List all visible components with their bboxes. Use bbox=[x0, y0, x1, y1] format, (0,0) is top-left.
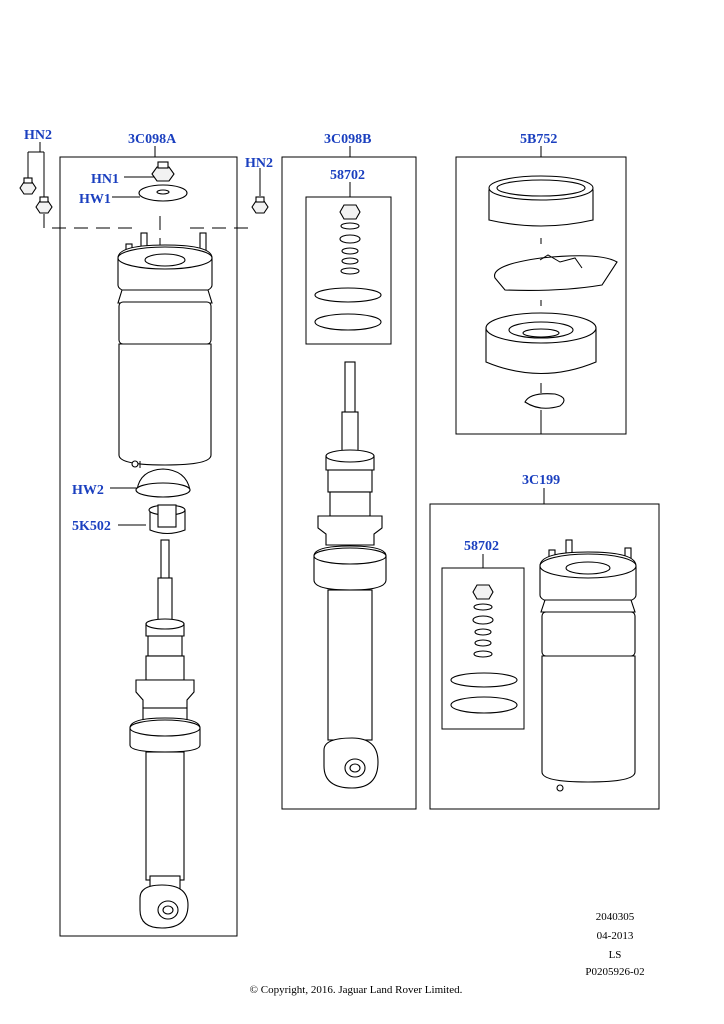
5k502-bump-stop bbox=[148, 504, 186, 535]
callout-assembly-c: 3C199 bbox=[522, 473, 560, 488]
air-spring-c bbox=[539, 539, 637, 792]
hn1-nut bbox=[151, 161, 175, 182]
hw1-washer bbox=[138, 184, 188, 202]
damper-a bbox=[129, 539, 201, 929]
copyright-text: © Copyright, 2016. Jaguar Land Rover Lim… bbox=[250, 984, 463, 996]
hn2-right-nut bbox=[251, 196, 269, 214]
footer-code: 2040305 bbox=[596, 911, 635, 923]
callout-assembly-a: 3C098A bbox=[128, 132, 177, 147]
callout-kit-b: 58702 bbox=[330, 168, 365, 183]
hn2-left-nut-2 bbox=[35, 196, 53, 214]
callout-kit-c: 58702 bbox=[464, 539, 499, 554]
callout-hw1: HW1 bbox=[79, 192, 111, 207]
assembly-a-frame bbox=[59, 156, 238, 937]
damper-b bbox=[313, 361, 387, 789]
footer-part-ref: P0205926-02 bbox=[585, 966, 644, 978]
hn2-left-nut-1 bbox=[19, 177, 37, 195]
callout-upper-mount: 5B752 bbox=[520, 132, 557, 147]
hw2-cap bbox=[135, 468, 191, 498]
assembly-b-frame bbox=[281, 156, 417, 810]
kit-b-parts bbox=[314, 204, 382, 331]
callout-hw2: HW2 bbox=[72, 483, 104, 498]
callout-assembly-b: 3C098B bbox=[324, 132, 371, 147]
air-spring-a bbox=[117, 232, 213, 468]
kit-c-parts bbox=[450, 584, 518, 714]
kit-b-frame bbox=[305, 196, 392, 345]
callout-5k502: 5K502 bbox=[72, 519, 111, 534]
footer-region: LS bbox=[609, 949, 622, 961]
callout-hn1: HN1 bbox=[91, 172, 119, 187]
callout-hn2-right: HN2 bbox=[245, 156, 273, 171]
footer-date: 04-2013 bbox=[597, 930, 634, 942]
upper-mount-parts bbox=[485, 175, 618, 434]
callout-hn2-left: HN2 bbox=[24, 128, 52, 143]
